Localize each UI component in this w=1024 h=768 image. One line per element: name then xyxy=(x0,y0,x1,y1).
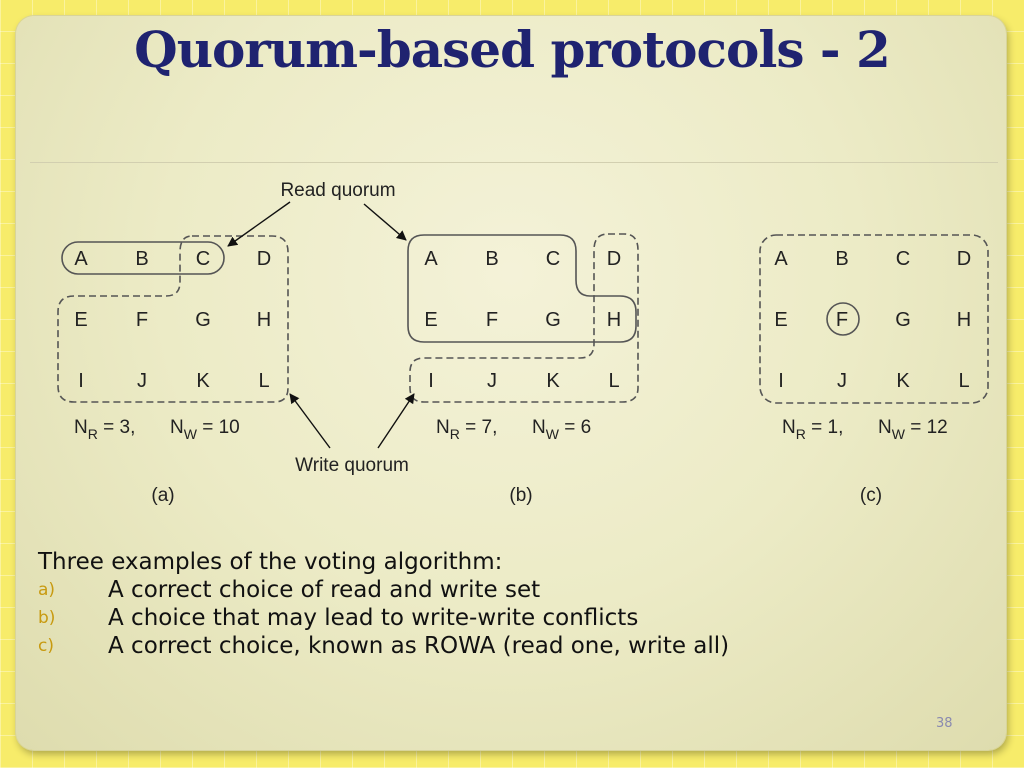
grid-c-node-b: B xyxy=(835,248,848,270)
write-quorum-label: Write quorum xyxy=(295,455,409,476)
grid-b-caption: (b) xyxy=(509,485,532,506)
list-item-text: A correct choice, known as ROWA (read on… xyxy=(108,633,730,659)
intro-text: Three examples of the voting algorithm: xyxy=(38,549,503,575)
grid-a-node-d: D xyxy=(257,248,271,270)
grid-b-node-k: K xyxy=(546,370,560,392)
grid-c-formula: NR = 1, NW = 12 xyxy=(782,417,948,442)
grid-a-node-f: F xyxy=(136,309,148,331)
grid-a-node-l: L xyxy=(258,370,269,392)
grid-a-node-i: I xyxy=(78,370,84,392)
grid-a-node-c: C xyxy=(196,248,210,270)
list-marker: c) xyxy=(38,636,54,656)
grid-c-caption: (c) xyxy=(860,485,882,506)
slide-panel xyxy=(16,16,1006,750)
grid-b-node-j: J xyxy=(487,370,497,392)
page-number: 38 xyxy=(936,716,953,731)
read-quorum-arrow-a xyxy=(227,201,291,247)
grid-a-node-g: G xyxy=(195,309,211,331)
grid-c-node-k: K xyxy=(896,370,910,392)
grid-c-node-f: F xyxy=(836,309,848,331)
grid-a-read-quorum xyxy=(61,241,225,275)
grid-b-node-d: D xyxy=(607,248,621,270)
grid-a-formula: NR = 3, NW = 10 xyxy=(74,417,240,442)
list-item-text: A correct choice of read and write set xyxy=(108,577,541,603)
grid-b-node-g: G xyxy=(545,309,561,331)
grid-a-node-e: E xyxy=(74,309,87,331)
list-item-text: A choice that may lead to write-write co… xyxy=(108,605,639,631)
grid-c-node-e: E xyxy=(774,309,787,331)
svg-text:NR = 1,: NR = 1, xyxy=(782,417,843,442)
quorum-figure: A B C D E F G H I J K L A B C D E F G H I J K L A B C D E F G H I J K L Rea… xyxy=(57,180,989,506)
grid-a-node-b: B xyxy=(135,248,148,270)
grid-a-node-h: H xyxy=(257,309,271,331)
list-item: a) A correct choice of read and write se… xyxy=(38,576,978,604)
grid-c-read-quorum xyxy=(826,302,860,336)
grid-c-node-c: C xyxy=(896,248,910,270)
intro-line: Three examples of the voting algorithm: xyxy=(38,548,978,576)
slide-body: Three examples of the voting algorithm: … xyxy=(38,548,978,660)
grid-b-node-i: I xyxy=(428,370,434,392)
grid-b-node-e: E xyxy=(424,309,437,331)
grid-a-node-a: A xyxy=(74,248,88,270)
grid-a-node-j: J xyxy=(137,370,147,392)
grid-b-write-quorum xyxy=(409,233,639,403)
grid-b-node-b: B xyxy=(485,248,498,270)
list-marker: a) xyxy=(38,580,56,600)
node-letters: A B C D E F G H I J K L A B C D E F G H I J K L A B C D E F G H I J K L xyxy=(74,248,971,392)
grid-c-node-l: L xyxy=(958,370,969,392)
grid-b-read-quorum xyxy=(407,234,637,343)
grid-c-write-quorum xyxy=(759,234,989,404)
grid-b-node-a: A xyxy=(424,248,438,270)
title-divider xyxy=(30,162,998,163)
grid-b-node-l: L xyxy=(608,370,619,392)
read-quorum-arrow-b xyxy=(363,203,407,241)
list-marker: b) xyxy=(38,608,56,628)
grid-b-node-h: H xyxy=(607,309,621,331)
grid-c-node-g: G xyxy=(895,309,911,331)
list-item: b) A choice that may lead to write-write… xyxy=(38,604,978,632)
list-item: c) A correct choice, known as ROWA (read… xyxy=(38,632,978,660)
grid-a-node-k: K xyxy=(196,370,210,392)
grid-a-write-quorum xyxy=(57,235,289,403)
svg-text:NW = 10: NW = 10 xyxy=(170,417,240,442)
slide-title: Quorum-based protocols - 2 xyxy=(134,20,891,79)
grid-a-caption: (a) xyxy=(151,485,174,506)
write-quorum-arrow-b xyxy=(377,393,415,449)
write-quorum-arrow-a xyxy=(289,393,331,449)
grid-b-node-f: F xyxy=(486,309,498,331)
svg-text:NR = 3,: NR = 3, xyxy=(74,417,135,442)
grid-c-node-j: J xyxy=(837,370,847,392)
grid-c-node-i: I xyxy=(778,370,784,392)
grid-b-node-c: C xyxy=(546,248,560,270)
svg-text:NW = 12: NW = 12 xyxy=(878,417,948,442)
grid-c-node-d: D xyxy=(957,248,971,270)
read-quorum-label: Read quorum xyxy=(280,180,395,201)
grid-c-node-a: A xyxy=(774,248,788,270)
grid-b-formula: NR = 7, NW = 6 xyxy=(436,417,591,442)
svg-text:NR = 7,: NR = 7, xyxy=(436,417,497,442)
grid-c-node-h: H xyxy=(957,309,971,331)
svg-text:NW = 6: NW = 6 xyxy=(532,417,591,442)
